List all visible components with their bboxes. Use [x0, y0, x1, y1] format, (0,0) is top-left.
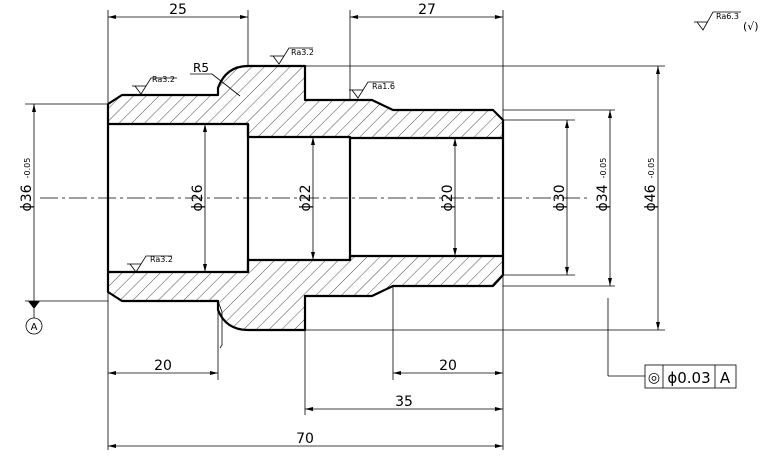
roughness-general: Ra6.3 (√) [694, 11, 759, 33]
roughness-bore: Ra3.2 [127, 255, 173, 273]
dim-35-label: 35 [395, 394, 413, 410]
dim-top-right: 27 [350, 2, 503, 19]
dim-dia34: ϕ34 -0.05 [595, 110, 612, 286]
dia34-tolerance: -0.05 [599, 158, 608, 179]
dim-70: 70 [108, 431, 503, 448]
dim-dia46: ϕ46 -0.05 [643, 66, 660, 330]
roughness-top-mid: Ra3.2 [270, 47, 314, 65]
ra-top-left-label: Ra3.2 [152, 75, 175, 84]
dim-dia20: ϕ20 [440, 138, 457, 256]
dia36-tolerance: -0.05 [23, 158, 32, 179]
dia46-tolerance: -0.05 [647, 158, 656, 179]
dia22-label: ϕ22 [298, 184, 314, 211]
dim-35: 35 [305, 394, 503, 411]
datum-a: A [25, 301, 43, 335]
hatched-section [108, 66, 503, 330]
tolerance-frame: ◎ ϕ0.03 A [217, 298, 737, 389]
ra-step-label: Ra1.6 [372, 82, 395, 91]
dim-20-right-label: 20 [439, 358, 457, 374]
extension-lines [25, 10, 665, 450]
dim-dia22: ϕ22 [298, 137, 315, 260]
dia30-label: ϕ30 [552, 184, 568, 211]
ra-general-label: Ra6.3 [716, 12, 739, 21]
dim-bottom-left: 20 [108, 358, 218, 375]
dim-top-left: 25 [108, 2, 248, 19]
roughness-step: Ra1.6 [349, 81, 395, 99]
ra-general-suffix: (√) [743, 20, 759, 33]
dim-70-label: 70 [296, 431, 314, 447]
dia36-label: ϕ36 [19, 184, 35, 211]
dim-25-label: 25 [169, 2, 187, 18]
dim-dia30: ϕ30 [552, 120, 569, 275]
datum-a-label: A [31, 322, 38, 333]
dia46-label: ϕ46 [643, 184, 659, 211]
dia20-label: ϕ20 [440, 184, 456, 211]
ra-bore-label: Ra3.2 [150, 255, 173, 264]
radius-callout: R5 [190, 61, 241, 97]
dia34-label: ϕ34 [595, 184, 611, 211]
concentricity-icon: ◎ [648, 370, 660, 386]
dia26-label: ϕ26 [190, 184, 206, 211]
ra-top-mid-label: Ra3.2 [291, 48, 314, 57]
r5-label: R5 [193, 61, 209, 75]
dim-dia36: ϕ36 -0.05 [19, 104, 36, 301]
tolerance-datum: A [720, 369, 731, 387]
dim-bottom-right: 20 [393, 358, 503, 375]
dim-dia26: ϕ26 [190, 124, 207, 272]
dim-27-label: 27 [418, 2, 436, 18]
roughness-top-left: Ra3.2 [132, 75, 177, 95]
tolerance-value: ϕ0.03 [667, 369, 710, 387]
dim-20-left-label: 20 [154, 358, 172, 374]
